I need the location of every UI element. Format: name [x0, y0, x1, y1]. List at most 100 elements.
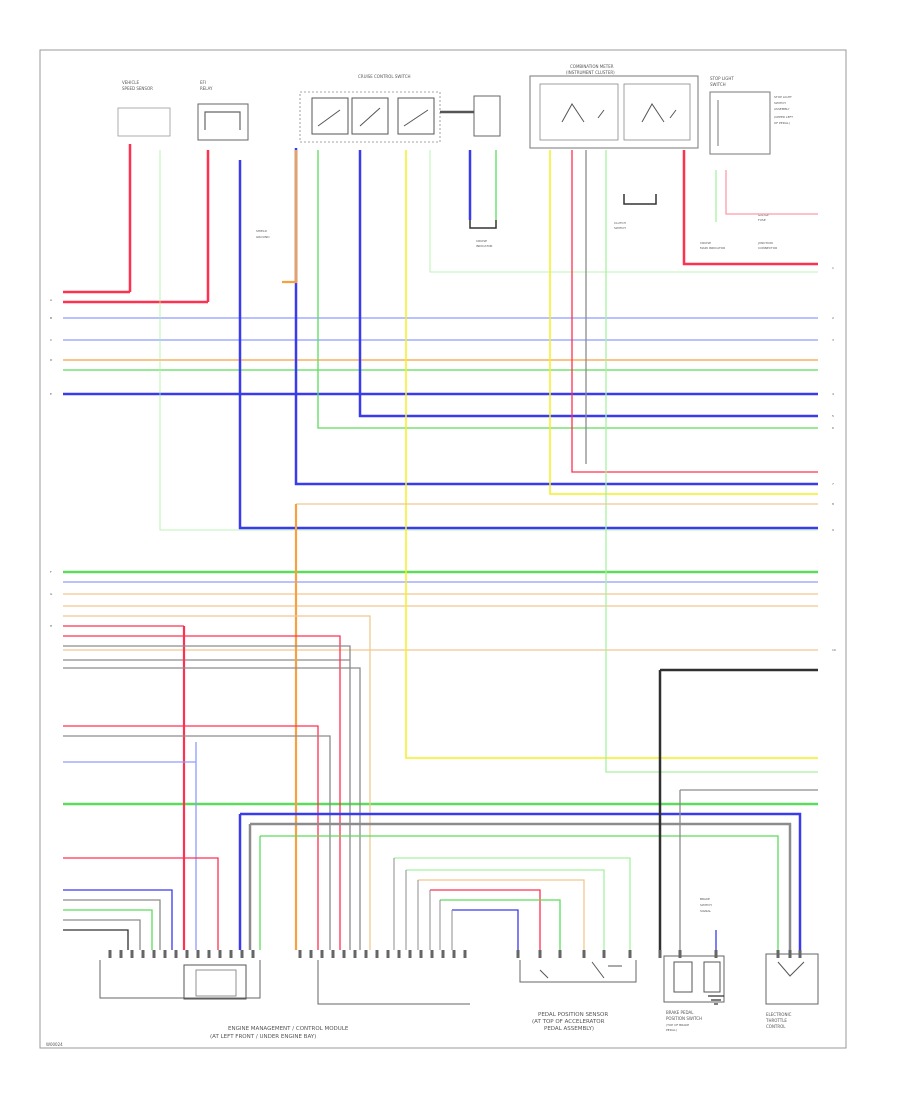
wire-red [571, 150, 818, 473]
wire [250, 822, 792, 950]
connector-tag: B [50, 316, 52, 320]
svg-text:SPEED SENSOR: SPEED SENSOR [122, 86, 153, 91]
connector-tag: 1 [832, 266, 834, 270]
connector-tag: 4 [832, 392, 834, 396]
connector-tag: G [50, 592, 53, 596]
wire-red [63, 725, 319, 950]
connector-pin [229, 950, 233, 958]
wire-blue [294, 148, 818, 486]
connector-pin [419, 950, 423, 958]
connector-pin [174, 950, 178, 958]
wire-yellow [405, 150, 818, 759]
connector-pin [658, 950, 662, 958]
connector-pin [375, 950, 379, 958]
connector-pin [558, 950, 562, 958]
svg-text:STOP LIGHT: STOP LIGHT [774, 95, 792, 99]
stop-light-switch: STOP LIGHT SWITCH STOP LIGHT SWITCH ASSE… [709, 76, 793, 155]
svg-text:SWITCH: SWITCH [774, 101, 786, 105]
connector-pin [320, 950, 324, 958]
svg-text:ASSEMBLY: ASSEMBLY [774, 107, 790, 111]
svg-text:JUNCTION: JUNCTION [757, 241, 773, 245]
wire-red [430, 889, 541, 950]
connector-pin [331, 950, 335, 958]
connector-pin [342, 950, 346, 958]
ground-symbol [708, 995, 724, 1005]
svg-text:OF PEDAL): OF PEDAL) [774, 121, 790, 125]
svg-text:CLUTCH: CLUTCH [614, 221, 626, 225]
connector-pin [516, 950, 520, 958]
connector-pin [602, 950, 606, 958]
svg-text:MAIN INDICATOR: MAIN INDICATOR [700, 246, 725, 250]
svg-text:(AT TOP OF ACCELERATOR: (AT TOP OF ACCELERATOR [532, 1019, 605, 1025]
connector-pin [386, 950, 390, 958]
connector-pin [108, 950, 112, 958]
page-ref: W00024 [46, 1042, 63, 1047]
wire [63, 899, 161, 950]
wire [429, 150, 818, 273]
connector-pin [714, 950, 718, 958]
connector-pin [196, 950, 200, 958]
svg-text:CRUISE: CRUISE [476, 239, 487, 243]
svg-text:GAUGE: GAUGE [758, 213, 769, 217]
ground-symbol [623, 194, 657, 205]
connector-pin [678, 950, 682, 958]
connector-pin [141, 950, 145, 958]
svg-text:EFI: EFI [200, 80, 206, 85]
wire-green [317, 150, 818, 429]
connector-pin [628, 950, 632, 958]
wire-tan [63, 615, 371, 950]
svg-text:SWITCH: SWITCH [700, 903, 712, 907]
svg-text:STOP LIGHT: STOP LIGHT [710, 76, 734, 81]
svg-text:CRUISE CONTROL SWITCH: CRUISE CONTROL SWITCH [358, 74, 411, 79]
wire-red [63, 857, 219, 950]
connector-pin [218, 950, 222, 958]
connector-tag: H [50, 624, 52, 628]
wire-yellow [549, 150, 818, 495]
wire [159, 150, 818, 531]
connector-pin [240, 950, 244, 958]
wire-pink [725, 170, 818, 215]
wire-green [440, 899, 561, 950]
connector-tag: 6 [832, 426, 834, 430]
wire [393, 858, 453, 950]
svg-text:RELAY: RELAY [200, 86, 213, 91]
wire-blue [63, 889, 173, 950]
wire [63, 919, 141, 950]
svg-text:INDICATOR: INDICATOR [476, 244, 493, 248]
efi-relay: EFI RELAY [197, 80, 249, 141]
wire-blue [358, 150, 818, 418]
svg-text:CRUISE: CRUISE [700, 241, 711, 245]
svg-text:POSITION SWITCH: POSITION SWITCH [666, 1016, 702, 1021]
connector-pin [538, 950, 542, 958]
svg-text:PEDAL ASSEMBLY): PEDAL ASSEMBLY) [544, 1026, 594, 1032]
connector-tag: 7 [832, 482, 834, 486]
connector-pin [582, 950, 586, 958]
wire-harness [63, 144, 818, 958]
wire-red [682, 150, 818, 266]
wire-orange [282, 150, 298, 284]
svg-text:GROUND: GROUND [256, 235, 270, 239]
connector-pin [207, 950, 211, 958]
diagram-frame [39, 49, 847, 1049]
svg-text:SHIELD: SHIELD [256, 229, 268, 233]
connector-pin [163, 950, 167, 958]
connector-pin [353, 950, 357, 958]
wire [394, 857, 631, 950]
pedal-position-sensor: PEDAL POSITION SENSOR (AT TOP OF ACCELER… [519, 960, 637, 1032]
cruise-control-switch: CRUISE CONTROL SWITCH [299, 74, 501, 143]
svg-text:THROTTLE: THROTTLE [765, 1018, 787, 1023]
wire-blue [240, 812, 802, 950]
wire-tan [418, 879, 585, 950]
wire [63, 735, 331, 950]
svg-text:CONTROL: CONTROL [766, 1024, 786, 1029]
connector-pin [430, 950, 434, 958]
wire-red [63, 635, 341, 950]
svg-text:SWITCH: SWITCH [614, 226, 626, 230]
svg-text:(TOP OF BRAKE: (TOP OF BRAKE [666, 1023, 689, 1027]
wire [63, 645, 351, 950]
connector-pin [251, 950, 255, 958]
svg-text:ELECTRONIC: ELECTRONIC [766, 1012, 792, 1017]
wire [406, 869, 605, 950]
